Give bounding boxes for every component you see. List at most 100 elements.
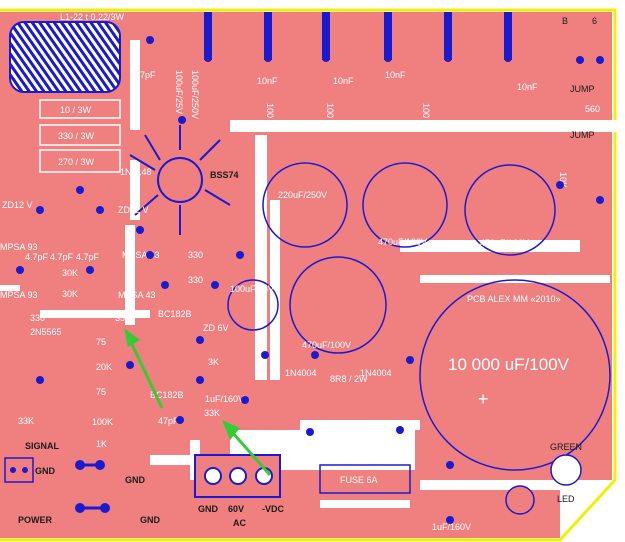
via-pad (446, 516, 454, 524)
res-label: 100 (325, 103, 335, 118)
terminal-label: AC (233, 518, 246, 528)
cap-label: 4.7pF (76, 252, 100, 262)
via-pad (76, 186, 84, 194)
cap-label: 220uF/250V (278, 190, 327, 200)
cap-label: 100uF/16V (230, 284, 274, 294)
terminal-label: 60V (228, 504, 244, 514)
res-label: 1K (96, 439, 107, 449)
res-label: 75 (96, 387, 106, 397)
via-pads (16, 36, 604, 524)
via-pad (264, 54, 272, 62)
transistor-pins (204, 12, 512, 60)
res-label: 8R8 / 2W (330, 374, 368, 384)
via-pad (146, 36, 154, 44)
cap-label: 1uF/160V (432, 522, 471, 532)
cap-label: 470uF/100V (480, 238, 529, 248)
cap-label: 10nF (257, 76, 278, 86)
electrolytics (227, 162, 611, 471)
via-pad (196, 336, 204, 344)
res-label: 75 (96, 337, 106, 347)
via-pad (596, 56, 604, 64)
via-pad (306, 428, 314, 436)
board-outline (0, 8, 617, 542)
transistor-bss74: BSS74 (129, 125, 239, 235)
via-pad (311, 351, 319, 359)
res-label: 100 (265, 103, 275, 118)
via-pad (241, 396, 249, 404)
gnd-label: GND (140, 515, 161, 525)
via-pad (406, 356, 414, 364)
via-pad (556, 181, 564, 189)
cap-label: 10nF (517, 82, 538, 92)
cap-label: 1uF/160V (205, 394, 244, 404)
input-connectors: SIGNAL GND GND POWER GND (4, 441, 161, 525)
via-pad (86, 266, 94, 274)
fuse-label: FUSE 6A (340, 475, 378, 485)
via-pad (36, 376, 44, 384)
diode-label: 1N4004 (360, 368, 392, 378)
fuse: FUSE 6A 1uF/160V (319, 464, 471, 532)
via-pad (126, 361, 134, 369)
res-label: 3K (208, 357, 219, 367)
led-color-label: GREEN (550, 442, 582, 452)
via-pad (444, 54, 452, 62)
via-pad (178, 116, 186, 124)
diode-label: 1N4004 (285, 368, 317, 378)
jumper-label: JUMP (570, 84, 595, 94)
via-pad (96, 206, 104, 214)
transistor-label: MPSA 43 (118, 290, 156, 300)
power-label: POWER (18, 515, 53, 525)
cap-label: 470uF/100V (302, 340, 351, 350)
via-pad (146, 251, 154, 259)
power-terminal: GND 60V AC -VDC (194, 454, 284, 528)
via-pad (161, 281, 169, 289)
cap-label: 10nF (385, 70, 406, 80)
res-label: 2K7 / 4W (331, 445, 369, 455)
copper-pour (0, 12, 612, 538)
transistor-label: BC182B (158, 309, 192, 319)
jumper-label: JUMP (570, 130, 595, 140)
via-pad (504, 54, 512, 62)
cap-label: 47pF (135, 70, 156, 80)
res-label: 330 (30, 313, 45, 323)
res-label: 330 (188, 275, 203, 285)
res-label: 10K (558, 172, 568, 188)
res-label: 330 / 3W (58, 131, 95, 141)
cap-label: 100uF/250V (190, 70, 200, 119)
terminal-label: GND (198, 504, 219, 514)
pin-label: B (562, 16, 568, 26)
via-pad (176, 416, 184, 424)
coil-label: L1-22 t 0.22/3W (60, 12, 125, 22)
transistor-label: 2N5565 (30, 327, 62, 337)
annotation-arrows (124, 328, 272, 476)
led-label: LED (557, 494, 575, 504)
res-label: 100K (92, 417, 113, 427)
via-pad (16, 266, 24, 274)
plus-mark: + (478, 389, 489, 409)
res-label: 330 (188, 250, 203, 260)
transistor-label: MPSA 93 (0, 242, 38, 252)
via-pad (596, 196, 604, 204)
transistor-label: BC182B (150, 390, 184, 400)
pin-label: 6 (592, 16, 597, 26)
via-pad (36, 206, 44, 214)
transistor-label: BSS74 (210, 170, 239, 180)
via-pad (204, 54, 212, 62)
signal-label: SIGNAL (25, 441, 60, 451)
cap-label: 100uF/25V (174, 70, 184, 114)
gnd-label: GND (35, 466, 56, 476)
res-label: 30K (62, 289, 78, 299)
res-label: 20K (96, 362, 112, 372)
via-pad (576, 56, 584, 64)
power-resistors: 10 / 3W 330 / 3W 270 / 3W (39, 99, 121, 173)
cap-label: 47pF (158, 416, 179, 426)
cap-label: 4.7pF (50, 252, 74, 262)
res-label: 270 / 3W (58, 157, 95, 167)
zener-label: ZD12 V (2, 200, 33, 210)
cap-labels: 220uF/250V 470uF/100V 470uF/100V 470uF/1… (230, 190, 529, 350)
diode-label: 1N4148 (120, 167, 152, 177)
gnd-label: GND (125, 475, 146, 485)
res-label: 10 / 3W (60, 105, 92, 115)
via-pad (136, 226, 144, 234)
